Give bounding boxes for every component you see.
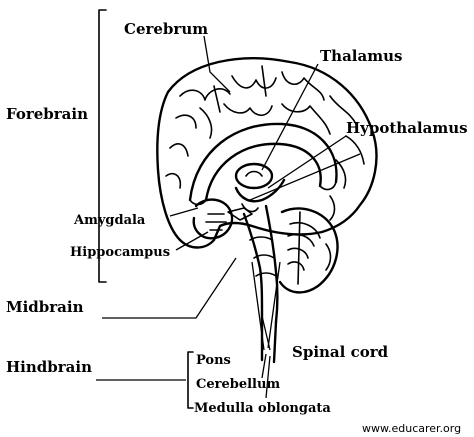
watermark: www.educarer.org [362, 422, 461, 435]
label-medulla-oblongata: Medulla oblongata [194, 401, 331, 416]
label-spinal-cord: Spinal cord [292, 343, 389, 361]
label-thalamus: Thalamus [320, 47, 402, 65]
label-forebrain: Forebrain [6, 105, 88, 123]
cerebrum-gyri [166, 66, 364, 220]
cerebellum [280, 209, 337, 293]
label-pons: Pons [196, 353, 231, 368]
label-hippocampus: Hippocampus [70, 245, 170, 260]
brain-outline [157, 58, 376, 247]
label-hypothalamus: Hypothalamus [346, 119, 468, 137]
forebrain-bracket [99, 10, 106, 282]
label-midbrain: Midbrain [6, 298, 84, 316]
brainstem [244, 206, 278, 322]
label-hindbrain: Hindbrain [6, 358, 92, 376]
label-cerebellum: Cerebellum [196, 377, 280, 392]
thalamus [236, 164, 272, 188]
corpus-callosum [190, 124, 336, 205]
label-amygdala: Amygdala [73, 213, 146, 228]
hindbrain-bracket [188, 352, 193, 408]
label-cerebrum: Cerebrum [124, 20, 208, 38]
